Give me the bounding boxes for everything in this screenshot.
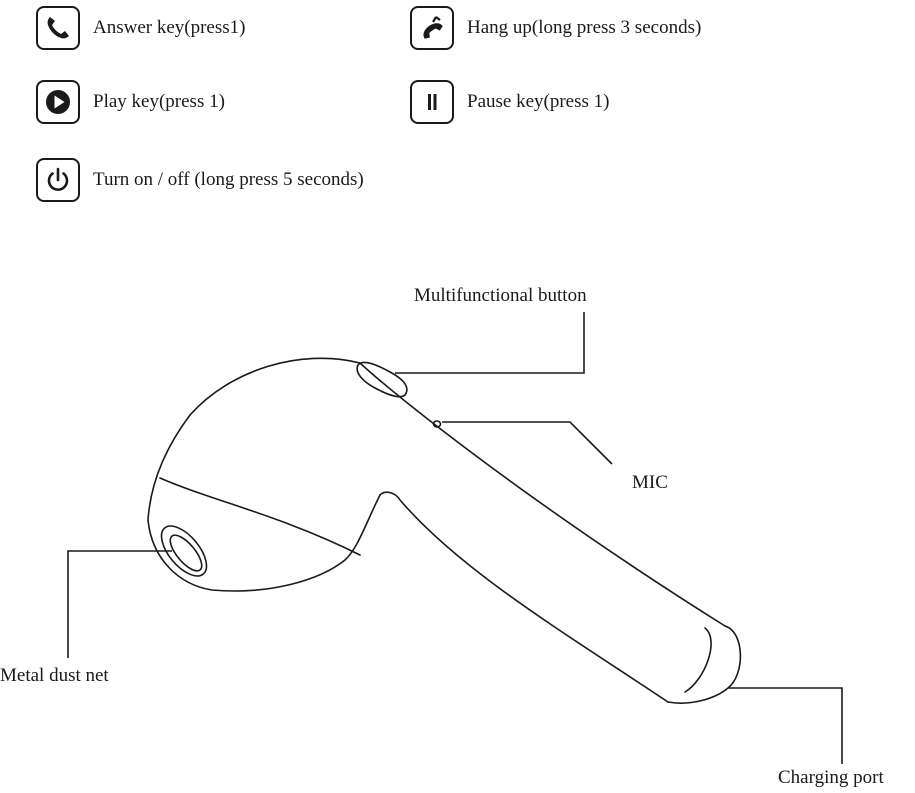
earbud-stem-bottom (379, 491, 669, 703)
leader-dust-net (67, 550, 172, 658)
legend-power: Turn on / off (long press 5 seconds) (36, 158, 364, 202)
mic-label: MIC (632, 472, 668, 493)
earbud-head-band (159, 477, 361, 556)
multifunction-label: Multifunctional button (414, 285, 587, 306)
legend-answer-key: Answer key(press1) (36, 6, 245, 50)
leader-multifunction (395, 312, 585, 374)
hang-up-icon (410, 6, 454, 50)
hang-up-label: Hang up(long press 3 seconds) (467, 17, 702, 38)
charging-end-band (684, 627, 712, 693)
legend-play-key: Play key(press 1) (36, 80, 225, 124)
earbud-head (147, 357, 381, 592)
power-label: Turn on / off (long press 5 seconds) (93, 169, 364, 190)
earbud-stem-top (359, 362, 726, 627)
power-icon (36, 158, 80, 202)
answer-key-label: Answer key(press1) (93, 17, 246, 38)
legend-hang-up: Hang up(long press 3 seconds) (410, 6, 701, 50)
charging-port-label: Charging port (778, 767, 884, 788)
multifunction-button-shape (356, 361, 408, 398)
legend-pause-key: Pause key(press 1) (410, 80, 609, 124)
charging-end-cap (667, 625, 742, 704)
metal-dust-net-shape (160, 525, 208, 577)
pause-key-label: Pause key(press 1) (467, 91, 610, 112)
phone-icon (36, 6, 80, 50)
play-key-label: Play key(press 1) (93, 91, 225, 112)
metal-dust-net-inner (169, 534, 203, 572)
dust-net-label: Metal dust net (0, 665, 109, 686)
leader-mic (442, 421, 613, 465)
pause-icon (410, 80, 454, 124)
play-icon (36, 80, 80, 124)
leader-charging (728, 687, 843, 764)
mic-hole (432, 420, 442, 428)
